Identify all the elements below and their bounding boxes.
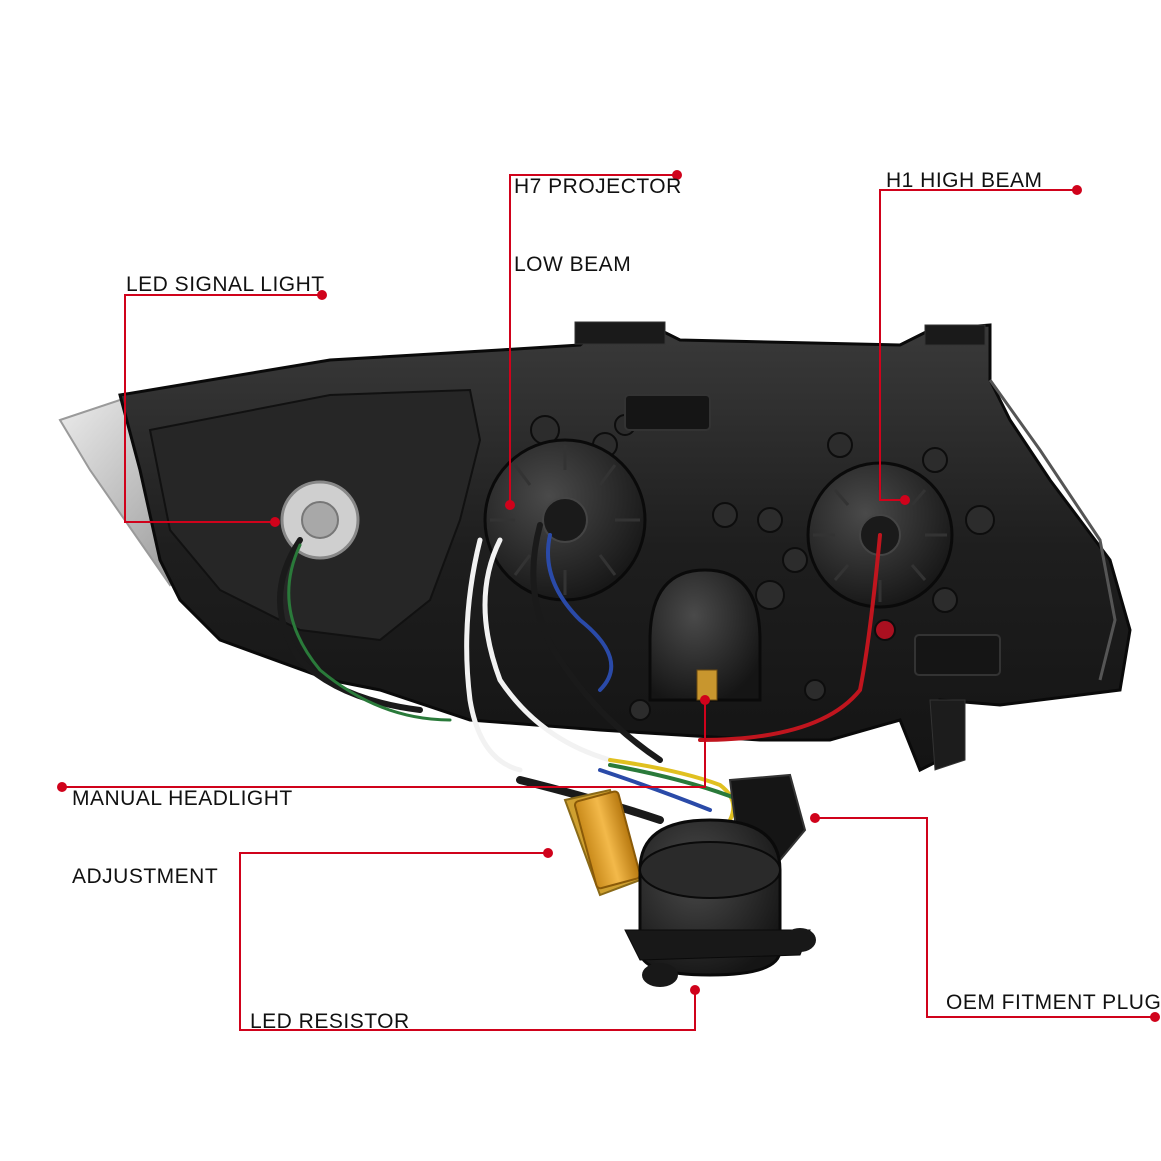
callout-led-signal: LED SIGNAL LIGHT: [126, 273, 325, 296]
callout-h7-projector: H7 PROJECTOR LOW BEAM: [514, 122, 682, 330]
callout-h7-line1: H7 PROJECTOR: [514, 175, 682, 198]
led-resistor-part: [563, 788, 642, 897]
adjuster-dome: [648, 568, 762, 702]
callout-manual-adjust: MANUAL HEADLIGHT ADJUSTMENT: [72, 734, 293, 942]
wiring-harness: [277, 522, 882, 824]
callout-oem-plug: OEM FITMENT PLUG: [946, 991, 1161, 1014]
callout-manual-line2: ADJUSTMENT: [72, 865, 219, 888]
mounting-bosses: [530, 414, 995, 721]
callout-h1-high-beam: H1 HIGH BEAM: [886, 169, 1043, 192]
callout-dots: [57, 170, 1160, 1022]
top-connector: [624, 394, 1001, 676]
callout-lines: [62, 174, 1155, 1031]
callout-led-resistor: LED RESISTOR: [250, 1010, 410, 1033]
callout-h7-line2: LOW BEAM: [514, 253, 632, 276]
callout-manual-line1: MANUAL HEADLIGHT: [72, 787, 293, 810]
oem-plug-part: [624, 773, 816, 987]
